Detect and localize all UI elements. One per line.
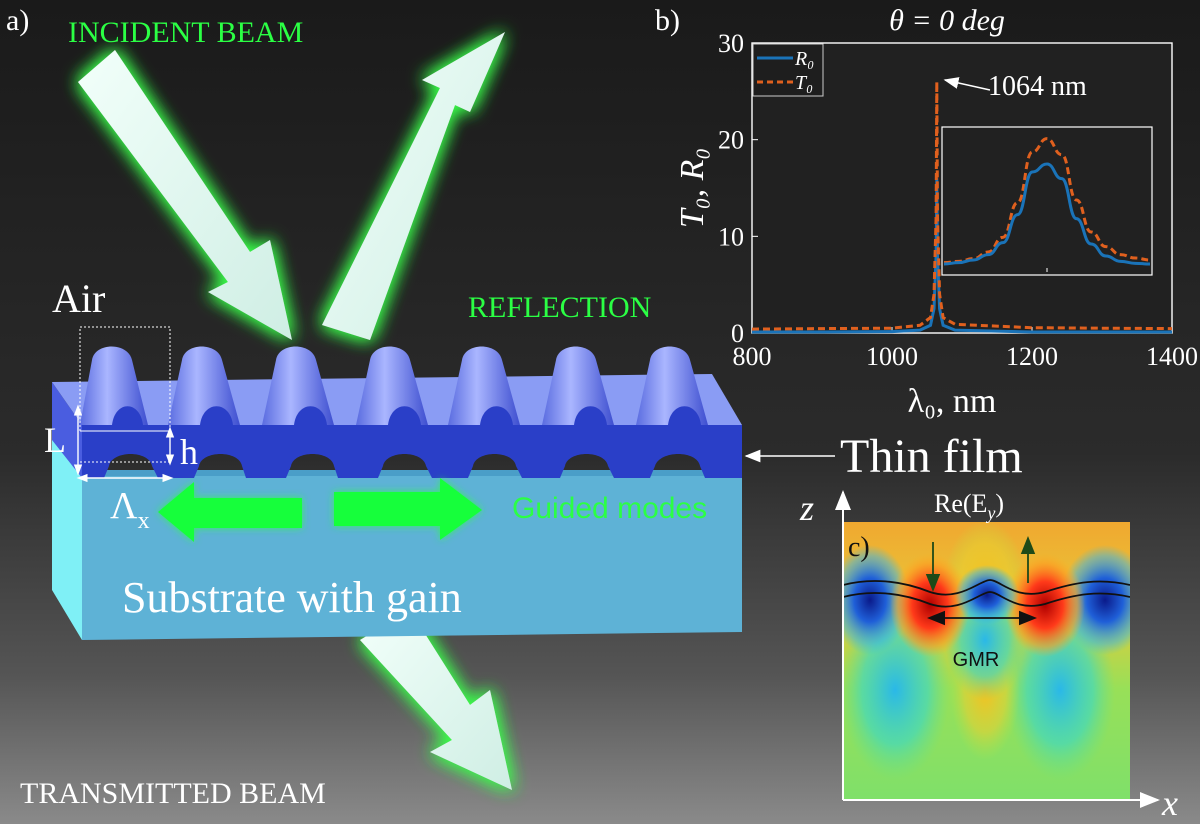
gmr-label: GMR xyxy=(953,649,1000,671)
inset-line-R0 xyxy=(943,162,1151,266)
period-label: Λx xyxy=(110,485,150,534)
field-hotspot-left xyxy=(890,553,970,657)
transmitted-beam-arrow xyxy=(360,610,512,790)
grating-ridge xyxy=(448,346,520,425)
chart-series xyxy=(751,81,1173,334)
incident-beam-label: INCIDENT BEAM xyxy=(68,16,303,49)
y-tick-label: 20 xyxy=(718,126,744,155)
substrate-label: Substrate with gain xyxy=(122,573,462,622)
film-boundary-bottom xyxy=(843,591,1130,608)
unit-cell-annotation xyxy=(73,326,175,483)
grating-ridge xyxy=(356,346,428,425)
x-tick-label: 800 xyxy=(733,342,772,371)
x-tick-label: 1000 xyxy=(866,342,918,371)
field-title: Re(Ey) xyxy=(934,489,1004,523)
chart-title: θ = 0 deg xyxy=(889,4,1005,37)
x-axis-label-c: x xyxy=(1161,783,1178,823)
inset-series xyxy=(943,137,1151,272)
grating-ridge xyxy=(168,346,240,425)
guided-modes-label: Guided modes xyxy=(512,492,707,525)
panel-b: b) θ = 0 deg 800 1000 1200 1400 0 10 20 30 R₀ T… xyxy=(655,4,1198,420)
field-title-sub: y xyxy=(985,503,995,523)
field-title-suffix: ) xyxy=(995,489,1004,518)
legend-label-T0: T₀ xyxy=(795,72,813,94)
y-tick-label: 0 xyxy=(731,319,744,348)
panel-a: a) INCIDENT BEAM REFLECTION TRANSMITTED … xyxy=(6,4,1023,810)
field-hotspot-right xyxy=(1005,553,1085,657)
x-tick-label: 1400 xyxy=(1146,342,1198,371)
y-tick-label: 30 xyxy=(718,29,744,58)
panel-c-label: c) xyxy=(848,532,870,563)
air-label: Air xyxy=(52,276,105,321)
guided-mode-arrows xyxy=(158,478,482,542)
x-tick-label: 1200 xyxy=(1006,342,1058,371)
x-axis-label: λ₀, nm xyxy=(908,383,997,420)
legend-label-R0: R₀ xyxy=(794,48,814,70)
panel-b-label: b) xyxy=(655,4,680,37)
grating-ridge xyxy=(80,346,148,425)
panel-a-label: a) xyxy=(6,4,29,37)
h-label: h xyxy=(180,432,198,472)
incident-beam-arrow xyxy=(78,50,292,340)
chart-legend: R₀ T₀ xyxy=(752,43,824,97)
reflected-beam-arrow xyxy=(322,32,505,340)
inset-plot-area xyxy=(941,126,1153,276)
guided-mode-left-arrow xyxy=(158,482,302,542)
y-tick-label: 10 xyxy=(718,222,744,251)
grating-ridge xyxy=(542,346,614,425)
chart-axes: 800 1000 1200 1400 0 10 20 30 xyxy=(718,29,1198,371)
L-label: L xyxy=(44,420,66,460)
period-symbol: Λ xyxy=(110,485,138,527)
guided-mode-right-arrow xyxy=(334,478,482,540)
thin-film-label: Thin film xyxy=(840,430,1023,483)
grating-ridge xyxy=(262,346,334,425)
series-line-T0 xyxy=(751,81,1173,331)
z-axis-label: z xyxy=(799,488,814,528)
panel-c: GMR c) z x Re(Ey) xyxy=(799,488,1178,823)
period-subscript: x xyxy=(138,508,150,534)
y-axis-label: T₀, R₀ xyxy=(674,148,711,228)
annotation-1064nm: 1064 nm xyxy=(988,71,1087,102)
field-coldspot xyxy=(955,565,1019,625)
grating-ridges xyxy=(80,346,708,425)
field-map: GMR c) xyxy=(843,522,1130,800)
field-title-prefix: Re(E xyxy=(934,489,987,518)
transmitted-beam-label: TRANSMITTED BEAM xyxy=(20,777,326,810)
annotation-arrow xyxy=(943,77,991,91)
reflection-label: REFLECTION xyxy=(468,291,651,324)
film-boundary-top xyxy=(843,579,1130,596)
grating-ridge xyxy=(636,346,708,425)
